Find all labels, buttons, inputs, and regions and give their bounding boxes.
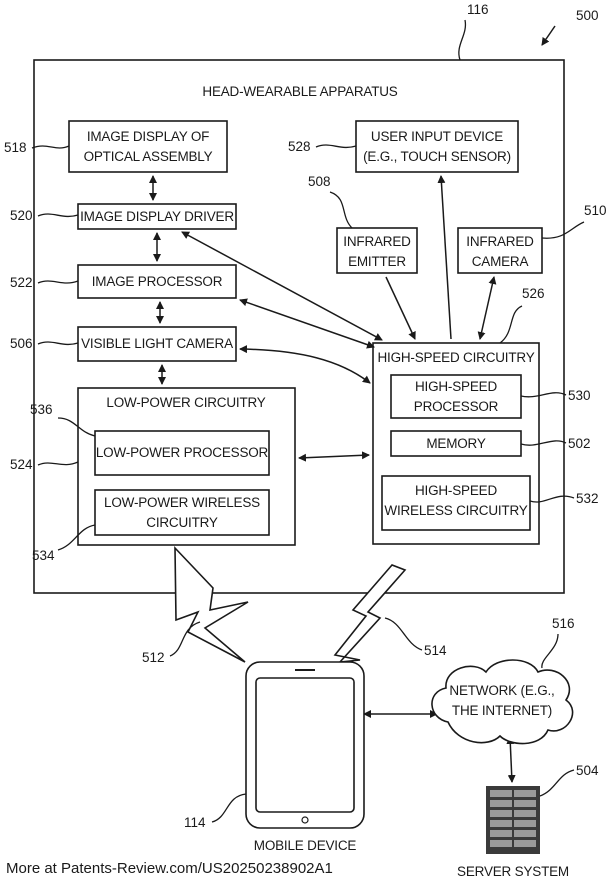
low-power-link-ref: 512 [142,650,165,665]
network-line1: NETWORK (E.G., [449,683,554,698]
high-speed-processor-ref: 530 [568,388,591,403]
infrared-camera-ref: 510 [584,203,607,218]
visible-light-camera-label: VISIBLE LIGHT CAMERA [81,336,233,351]
mobile-device-label: MOBILE DEVICE [254,838,357,853]
low-power-wireless-line2: CIRCUITRY [146,515,218,530]
high-speed-processor-line2: PROCESSOR [414,399,499,414]
memory-block: MEMORY [391,431,521,456]
server-system-ref: 504 [576,763,599,778]
image-processor-block: IMAGE PROCESSOR [78,265,236,298]
high-speed-link-leader [385,618,422,650]
infrared-emitter-block: INFRARED EMITTER [337,228,417,273]
image-display-line2: OPTICAL ASSEMBLY [84,149,213,164]
infrared-emitter-line2: EMITTER [348,254,406,269]
server-system-leader [540,770,574,796]
high-speed-wireless-line2: WIRELESS CIRCUITRY [384,503,527,518]
apparatus-title: HEAD-WEARABLE APPARATUS [202,84,397,99]
high-speed-link-ref: 514 [424,643,447,658]
infrared-emitter-ref: 508 [308,174,331,189]
network-leader [542,634,558,668]
network-cloud [432,660,573,744]
user-input-device-line2: (E.G., TOUCH SENSOR) [363,149,511,164]
high-speed-processor-line1: HIGH-SPEED [415,379,497,394]
image-processor-label: IMAGE PROCESSOR [92,274,223,289]
visible-light-camera-ref: 506 [10,336,33,351]
high-speed-circuitry-label: HIGH-SPEED CIRCUITRY [377,350,534,365]
high-speed-circuitry-ref: 526 [522,286,545,301]
user-input-device-block: USER INPUT DEVICE (E.G., TOUCH SENSOR) [356,121,518,172]
mobile-device [246,662,364,828]
infrared-camera-line1: INFRARED [466,234,534,249]
image-display-driver-block: IMAGE DISPLAY DRIVER [78,204,236,229]
low-power-processor-block: LOW-POWER PROCESSOR [95,431,269,475]
visible-light-camera-block: VISIBLE LIGHT CAMERA [78,327,236,361]
arrow-network-server [510,737,512,782]
high-speed-processor-block: HIGH-SPEED PROCESSOR [391,375,521,418]
user-input-device-line1: USER INPUT DEVICE [371,129,503,144]
memory-ref: 502 [568,436,591,451]
network-ref: 516 [552,616,575,631]
mobile-device-ref: 114 [184,815,206,830]
footer-source: More at Patents-Review.com/US20250238902… [6,860,333,877]
low-power-wireless-ref: 534 [32,548,55,563]
low-power-processor-ref: 536 [30,402,53,417]
figure-ref: 500 [576,8,599,23]
infrared-emitter-line1: INFRARED [343,234,411,249]
memory-label: MEMORY [426,436,486,451]
image-display-driver-ref: 520 [10,208,33,223]
low-power-circuitry-ref: 524 [10,457,33,472]
low-power-circuitry-label: LOW-POWER CIRCUITRY [106,395,265,410]
image-display-ref: 518 [4,140,27,155]
high-speed-wireless-block: HIGH-SPEED WIRELESS CIRCUITRY [382,476,530,530]
low-power-wireless-line1: LOW-POWER WIRELESS [104,495,260,510]
server-system-icon [486,786,540,854]
server-system-label: SERVER SYSTEM [457,864,569,879]
mobile-device-leader [212,794,246,822]
infrared-camera-line2: CAMERA [472,254,529,269]
low-power-processor-label: LOW-POWER PROCESSOR [96,445,269,460]
network-line2: THE INTERNET) [452,703,552,718]
apparatus-leader [459,20,466,60]
low-power-wireless-block: LOW-POWER WIRELESS CIRCUITRY [95,490,269,535]
image-display-line1: IMAGE DISPLAY OF [87,129,209,144]
user-input-device-ref: 528 [288,139,311,154]
image-display-block: IMAGE DISPLAY OF OPTICAL ASSEMBLY [69,121,227,172]
image-display-driver-label: IMAGE DISPLAY DRIVER [80,209,234,224]
figure-ref-arrow [542,26,555,45]
apparatus-ref: 116 [467,2,489,17]
high-speed-wireless-line1: HIGH-SPEED [415,483,497,498]
image-processor-ref: 522 [10,275,33,290]
infrared-camera-block: INFRARED CAMERA [458,228,542,273]
high-speed-wireless-ref: 532 [576,491,599,506]
